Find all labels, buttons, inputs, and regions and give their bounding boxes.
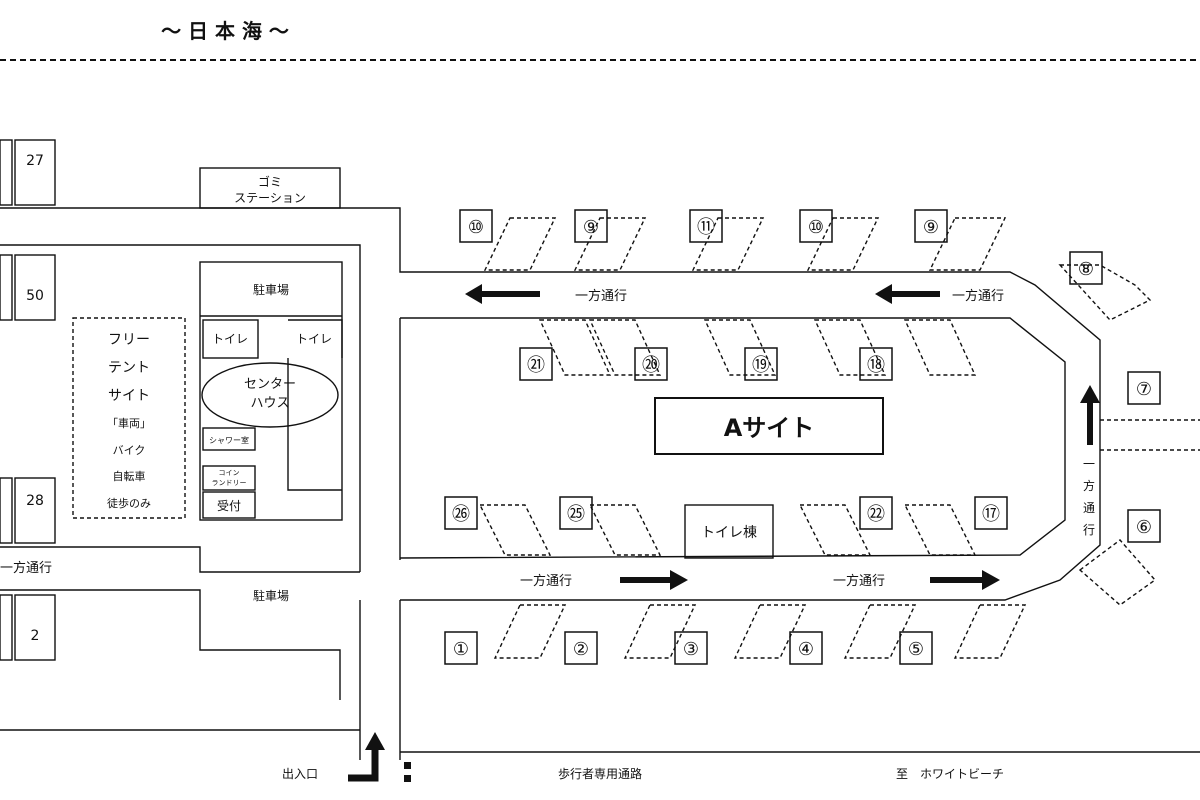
site-marker-right-2: ⑦ [1136, 379, 1152, 400]
svg-text:一: 一 [1083, 457, 1095, 471]
toilet-left-label: トイレ [212, 332, 248, 346]
svg-text:コイン: コイン [219, 469, 240, 477]
shower-room-label: シャワー室 [209, 435, 249, 445]
site-markers: ⑩ ⑨ ⑪ ⑩ ⑨ ㉑ ⑳ ⑲ ⑱ ㉖ ㉕ ㉒ ⑰ ① ② ③ ④ ⑤ [444, 209, 1161, 665]
beach-label: 至 ホワイトビーチ [896, 767, 1004, 781]
toilet-building-label: トイレ棟 [701, 525, 757, 541]
site-marker-top-4: ⑩ [808, 217, 824, 238]
garbage-station-label-2: ステーション [234, 191, 306, 205]
svg-text:一方通行: 一方通行 [952, 288, 1004, 304]
a-site-label: Aサイト [724, 414, 815, 442]
site-marker-bottom-3: ③ [683, 639, 699, 660]
a-site-loop [399, 271, 1101, 601]
site-marker-inner-top-1: ㉑ [527, 355, 545, 376]
one-way-arrows [348, 284, 1100, 782]
site-marker-bottom-5: ⑤ [908, 639, 924, 660]
toilet-right [288, 319, 343, 358]
left-site-2: 2 [31, 628, 40, 644]
walkway-label: 歩行者専用通路 [558, 766, 642, 781]
laundry-room [202, 465, 256, 491]
toilet-left [202, 319, 259, 359]
shower-room [202, 427, 256, 451]
site-marker-bottom-1: ① [453, 639, 469, 660]
bike-parking-label: 駐車場 [253, 588, 289, 603]
site-marker-inner-bottom-3: ㉒ [867, 504, 885, 525]
center-house [201, 362, 339, 428]
svg-text:ランドリー: ランドリー [212, 479, 247, 487]
sea-label: 〜 日 本 海 〜 [161, 19, 289, 43]
parking-label: 駐車場 [253, 282, 289, 297]
site-marker-bottom-2: ② [573, 639, 589, 660]
left-site-27: 27 [26, 153, 44, 169]
site-marker-bottom-4: ④ [798, 639, 814, 660]
site-marker-inner-bottom-1: ㉖ [452, 504, 470, 525]
toilet-right-label: トイレ [296, 332, 332, 346]
top-row-pads [483, 217, 1152, 321]
svg-text:一方通行: 一方通行 [0, 560, 52, 576]
svg-text:ハウス: ハウス [250, 396, 289, 411]
bike-parking [200, 572, 342, 650]
reception-label: 受付 [217, 499, 241, 513]
svg-text:一方通行: 一方通行 [833, 573, 885, 589]
site-marker-top-3: ⑪ [697, 217, 715, 238]
site-marker-inner-bottom-2: ㉕ [567, 504, 585, 525]
svg-text:「車両」: 「車両」 [107, 416, 151, 430]
inner-bottom-pads [478, 504, 977, 556]
svg-text:サイト: サイト [108, 388, 150, 404]
left-site-50: 50 [26, 288, 44, 304]
svg-text:行: 行 [1083, 523, 1095, 537]
site-marker-inner-top-3: ⑲ [752, 355, 770, 376]
toilet-building [684, 504, 774, 559]
a-site-box [654, 397, 884, 455]
svg-text:バイク: バイク [113, 444, 146, 457]
right-side-pads [1078, 419, 1200, 606]
garbage-station-label: ゴミ [258, 174, 282, 189]
svg-text:センター: センター [244, 377, 296, 392]
site-marker-right-3: ⑥ [1136, 517, 1152, 538]
site-marker-inner-top-4: ⑱ [867, 355, 885, 376]
free-tent-text: フリー テント サイト 「車両」 バイク 自転車 徒歩のみ [107, 332, 151, 510]
site-marker-inner-top-2: ⑳ [642, 355, 660, 376]
left-sites: 27 50 28 2 [0, 139, 56, 661]
one-way-labels: 一方通行 一方通行 一方通行 一方通行 一方通行 一 方 通 行 [0, 288, 1095, 589]
svg-text:方: 方 [1083, 478, 1095, 493]
entrance-gate [404, 762, 411, 782]
site-marker-inner-bottom-4: ⑰ [982, 504, 1000, 525]
entrance-label: 出入口 [282, 767, 318, 781]
free-tent-site [72, 317, 186, 519]
svg-text:一方通行: 一方通行 [575, 288, 627, 304]
site-marker-top-5: ⑨ [923, 217, 939, 238]
center-block [199, 261, 343, 521]
bottom-row-pads [493, 604, 1027, 659]
site-marker-right-1: ⑧ [1078, 259, 1094, 280]
left-site-28: 28 [26, 493, 44, 509]
svg-text:テント: テント [108, 360, 150, 376]
garbage-station [199, 167, 341, 209]
svg-text:一方通行: 一方通行 [520, 573, 572, 589]
left-loop-road [0, 207, 1200, 760]
svg-text:通: 通 [1083, 501, 1095, 515]
site-marker-top-2: ⑨ [583, 217, 599, 238]
reception [202, 491, 256, 519]
svg-text:徒歩のみ: 徒歩のみ [107, 496, 151, 510]
inner-top-pads [538, 319, 977, 376]
svg-text:自転車: 自転車 [113, 469, 146, 483]
site-marker-top-1: ⑩ [468, 217, 484, 238]
svg-text:フリー: フリー [108, 332, 150, 348]
